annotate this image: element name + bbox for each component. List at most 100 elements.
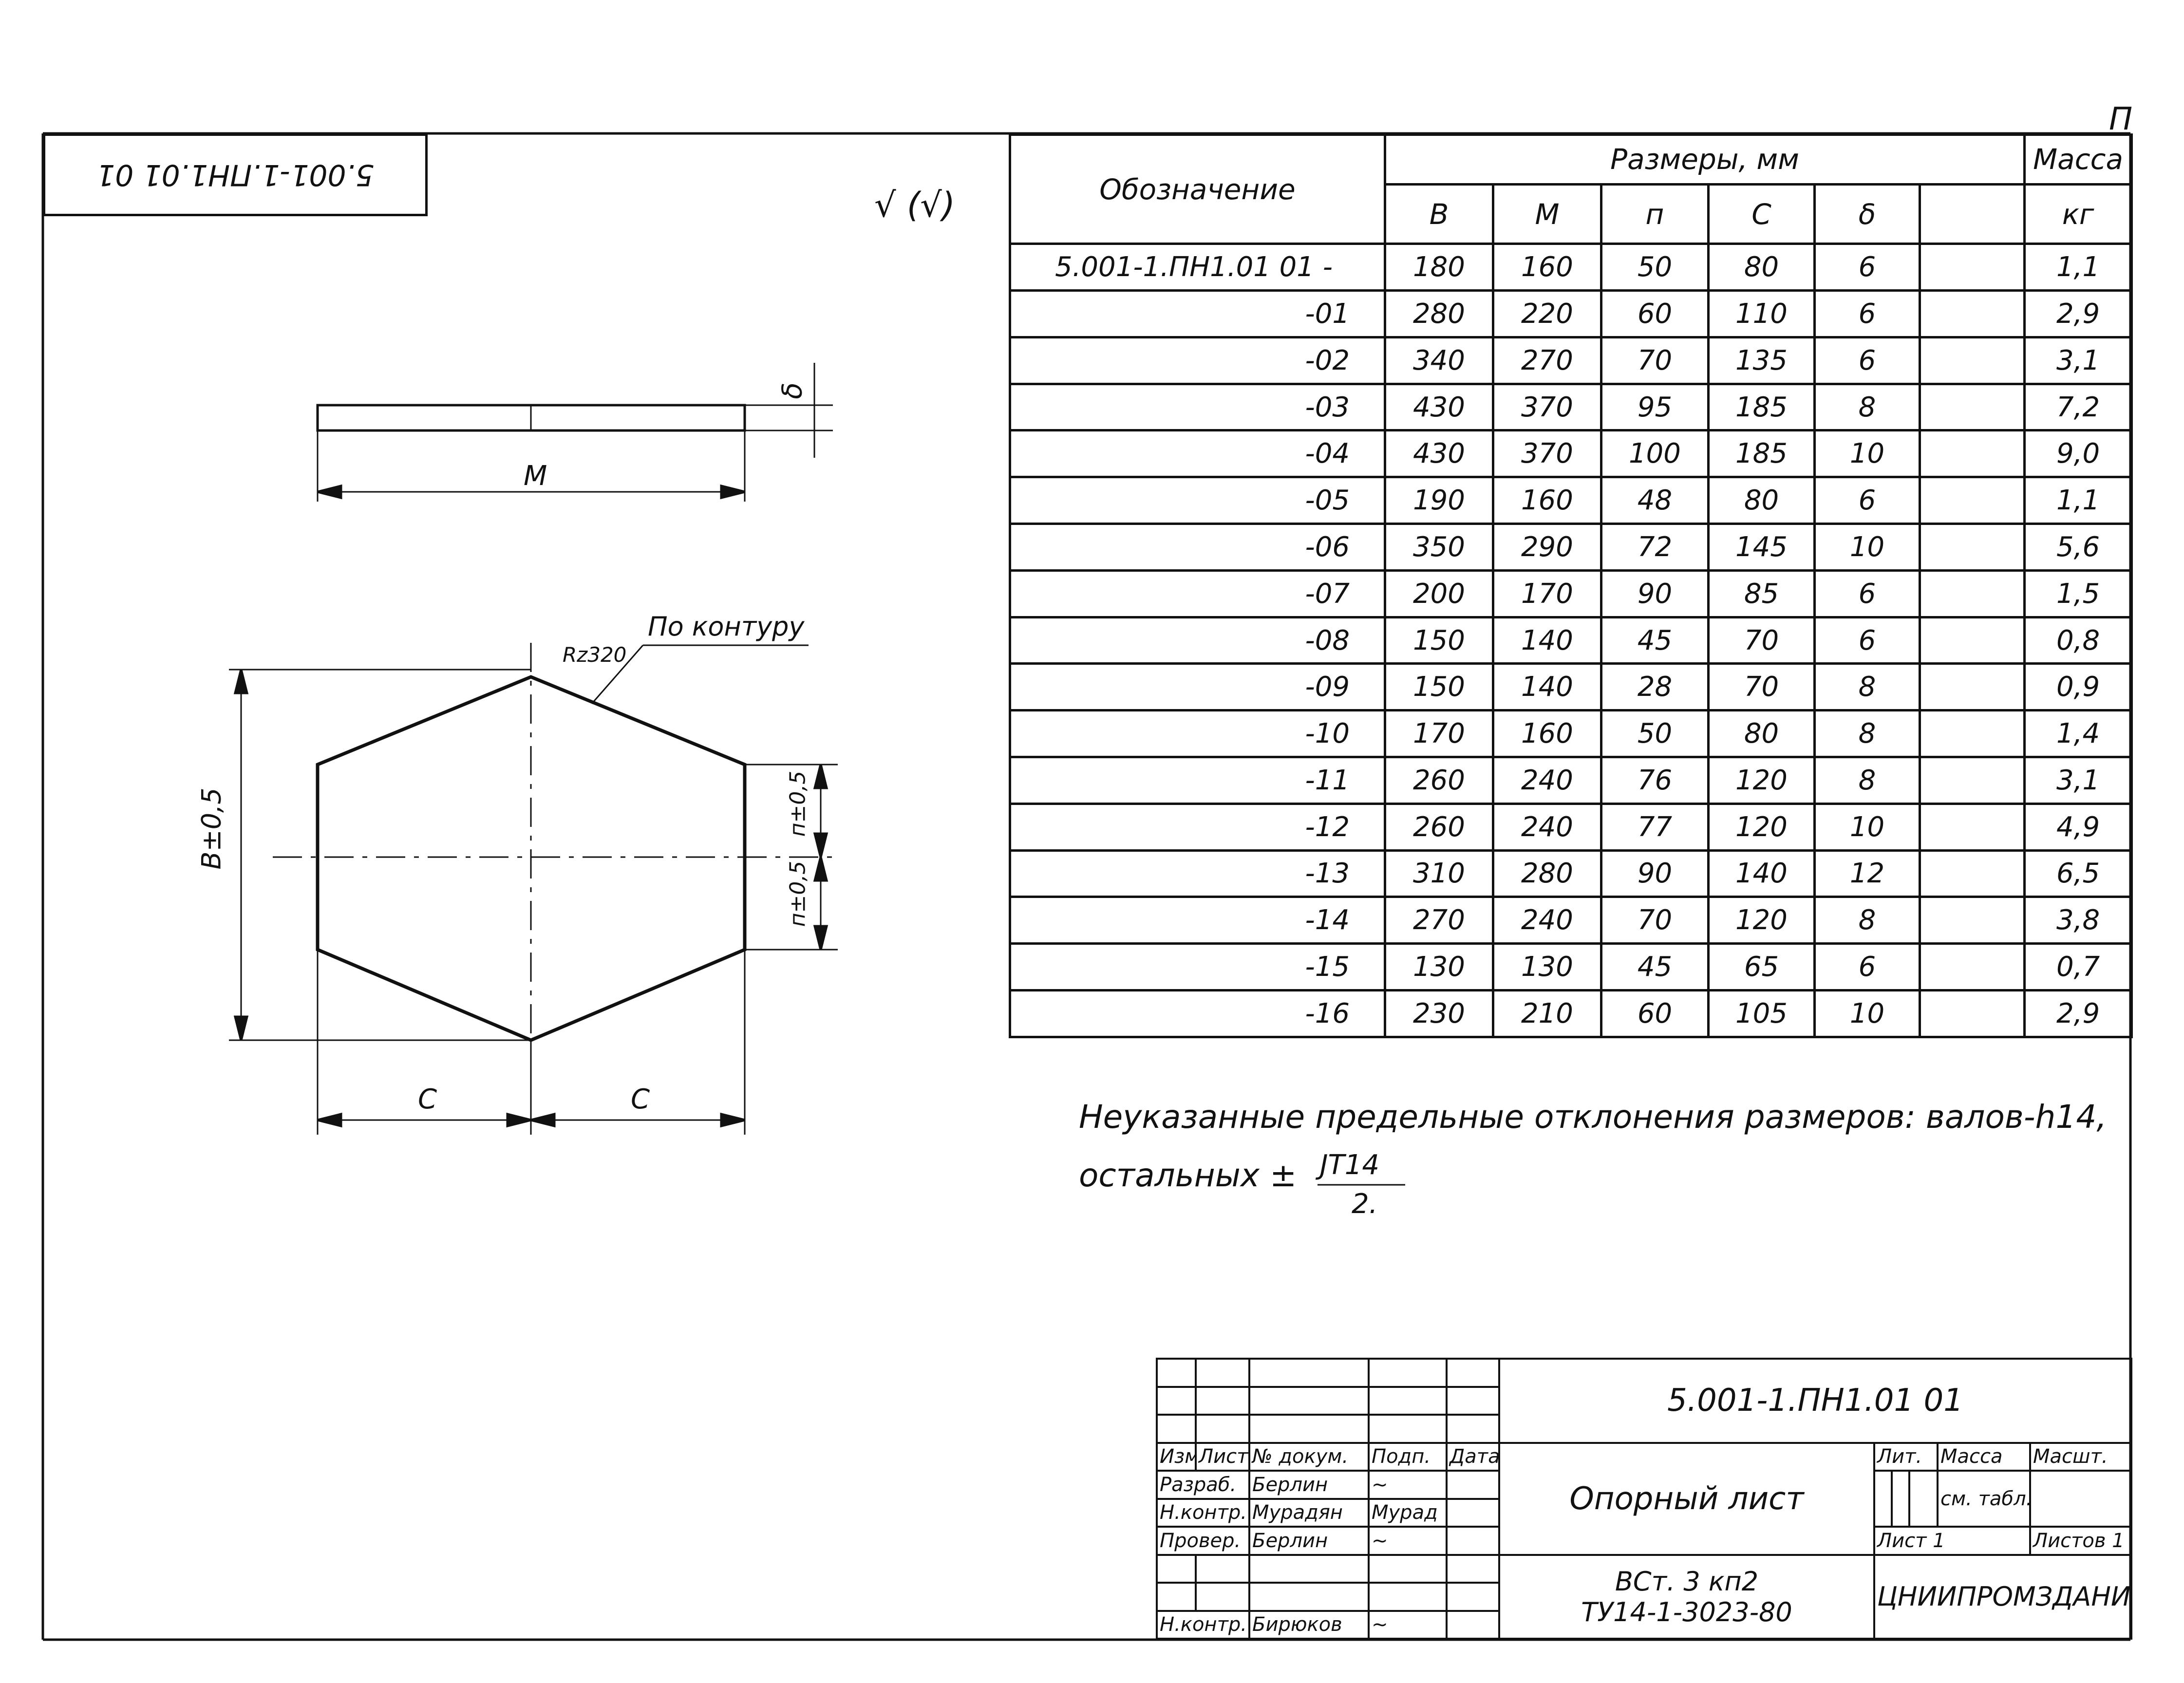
row-mass: 3,8 [2023,896,2133,945]
col-n: п [1600,183,1710,245]
row-value: 135 [1707,336,1816,385]
row-value: 200 [1384,569,1494,618]
row-value: 240 [1492,896,1602,945]
row-value: 50 [1600,243,1710,292]
row-value: 77 [1600,802,1710,852]
row-value [1918,849,2026,898]
tolerance-fraction-den: 2. [1352,1188,1378,1220]
role-1: Н.контр. [1156,1497,1250,1528]
row-mass: 3,1 [2023,336,2133,385]
col-empty [1918,183,2026,245]
row-value: 10 [1813,429,1921,479]
row-value: 290 [1492,523,1602,572]
row-value: 45 [1600,616,1710,665]
label-roughness: Rz320 [563,643,627,667]
row-value: 310 [1384,849,1494,898]
row-designation: -15 [1009,942,1386,991]
row-value: 230 [1384,989,1494,1039]
row-mass: 1,1 [2023,476,2133,525]
material-line2: ТУ14-1-3023-80 [1581,1596,1792,1627]
tolerance-fraction-num: JT14 [1320,1149,1379,1181]
row-value: 70 [1707,662,1816,712]
col-M: М [1492,183,1602,245]
row-value: 50 [1600,709,1710,758]
row-value [1918,382,2026,432]
row-value: 8 [1813,382,1921,432]
row-mass: 3,1 [2023,756,2133,805]
row-value: 210 [1492,989,1602,1039]
row-value: 180 [1384,243,1494,292]
row-mass: 1,5 [2023,569,2133,618]
row-mass: 4,9 [2023,802,2133,852]
row-designation: -04 [1009,429,1386,479]
row-value: 28 [1600,662,1710,712]
col-C: С [1707,183,1816,245]
mass-label: Масса [1937,1441,2031,1472]
header-designation: Обозначение [1009,133,1386,245]
tb-col-doc: № докум. [1248,1441,1370,1472]
row-value: 160 [1492,476,1602,525]
row-value: 8 [1813,709,1921,758]
spec-table: Обозначение Размеры, мм Масса В М п С δ … [1009,133,2133,1039]
sign-3: ~ [1368,1609,1448,1640]
part-name: Опорный лист [1498,1441,1875,1556]
material-line1: ВСт. 3 кп2 [1615,1566,1759,1597]
row-designation: -01 [1009,289,1386,338]
tb-col-list: Лист [1195,1441,1250,1472]
row-value [1918,569,2026,618]
row-mass: 0,7 [2023,942,2133,991]
row-designation: -14 [1009,896,1386,945]
row-value: 60 [1600,289,1710,338]
sign-1: Мурад [1368,1497,1448,1528]
row-mass: 2,9 [2023,289,2133,338]
row-value: 350 [1384,523,1494,572]
sign-0: ~ [1368,1470,1448,1500]
row-value [1918,662,2026,712]
surface-finish-mark: √ (√) [874,185,956,225]
row-mass: 7,2 [2023,382,2133,432]
row-value [1918,243,2026,292]
row-value: 120 [1707,896,1816,945]
row-value: 140 [1707,849,1816,898]
row-value: 10 [1813,523,1921,572]
row-value: 45 [1600,942,1710,991]
row-value: 85 [1707,569,1816,618]
row-mass: 9,0 [2023,429,2133,479]
row-value: 105 [1707,989,1816,1039]
row-mass: 6,5 [2023,849,2133,898]
name-1: Мурадян [1248,1497,1370,1528]
corner-stamp: 5.001-1.ПН1.01 01 [43,133,428,216]
row-value [1918,942,2026,991]
material: ВСт. 3 кп2 ТУ14-1-3023-80 [1498,1553,1875,1640]
row-value: 130 [1492,942,1602,991]
label-n-top: п±0,5 [785,770,810,837]
row-mass: 1,1 [2023,243,2133,292]
row-value [1918,756,2026,805]
row-value: 12 [1813,849,1921,898]
row-value [1918,336,2026,385]
row-value: 6 [1813,476,1921,525]
row-designation: -16 [1009,989,1386,1039]
row-value [1918,289,2026,338]
col-delta: δ [1813,183,1921,245]
row-value: 65 [1707,942,1816,991]
header-mass: Масса [2023,133,2133,186]
row-value: 185 [1707,382,1816,432]
name-2: Берлин [1248,1526,1370,1556]
row-value: 10 [1813,802,1921,852]
row-designation: -11 [1009,756,1386,805]
label-M: М [524,460,547,492]
row-designation: 5.001-1.ПН1.01 01 - [1009,243,1386,292]
row-value: 60 [1600,989,1710,1039]
row-value: 270 [1492,336,1602,385]
